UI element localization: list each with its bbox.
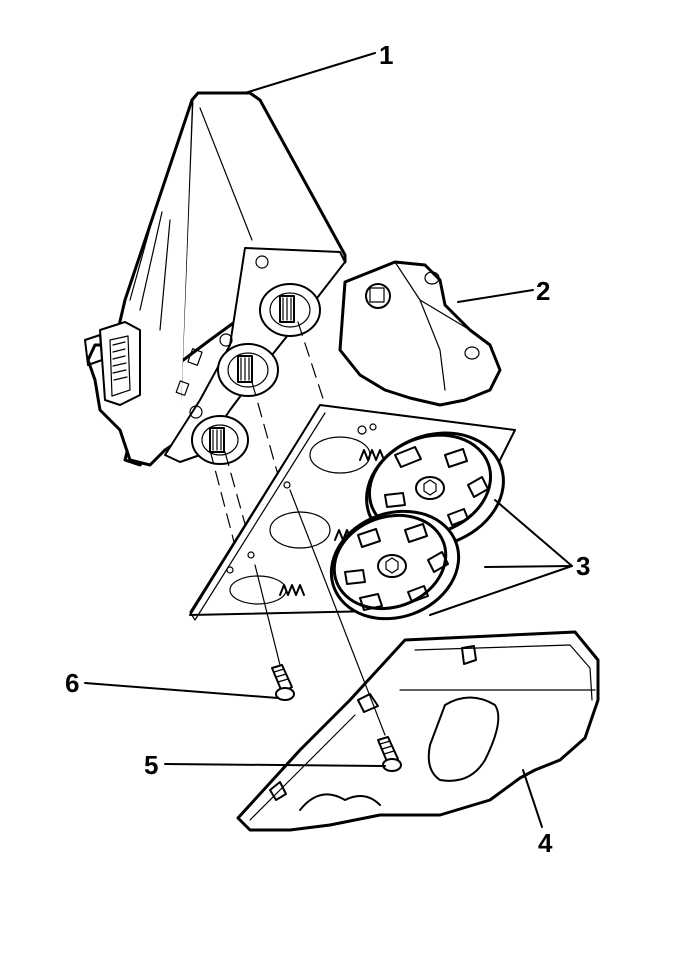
gears	[329, 431, 505, 621]
valve-cylinder-bottom	[191, 415, 249, 465]
callout-4: 4	[538, 828, 553, 858]
callout-2: 2	[536, 276, 551, 306]
plate-screw	[254, 564, 295, 701]
callout-5: 5	[144, 750, 159, 780]
callout-3: 3	[576, 551, 591, 581]
leader-lines	[84, 52, 573, 828]
cover-screw	[289, 489, 402, 772]
gear-lower	[329, 509, 461, 621]
valve-cylinder-top	[259, 283, 321, 337]
motor-pack	[338, 260, 502, 407]
gear-cover	[236, 630, 600, 832]
valve-cylinder-middle	[217, 343, 279, 397]
callout-1: 1	[379, 40, 394, 70]
callout-6: 6	[65, 668, 80, 698]
control-module-housing	[84, 91, 347, 566]
